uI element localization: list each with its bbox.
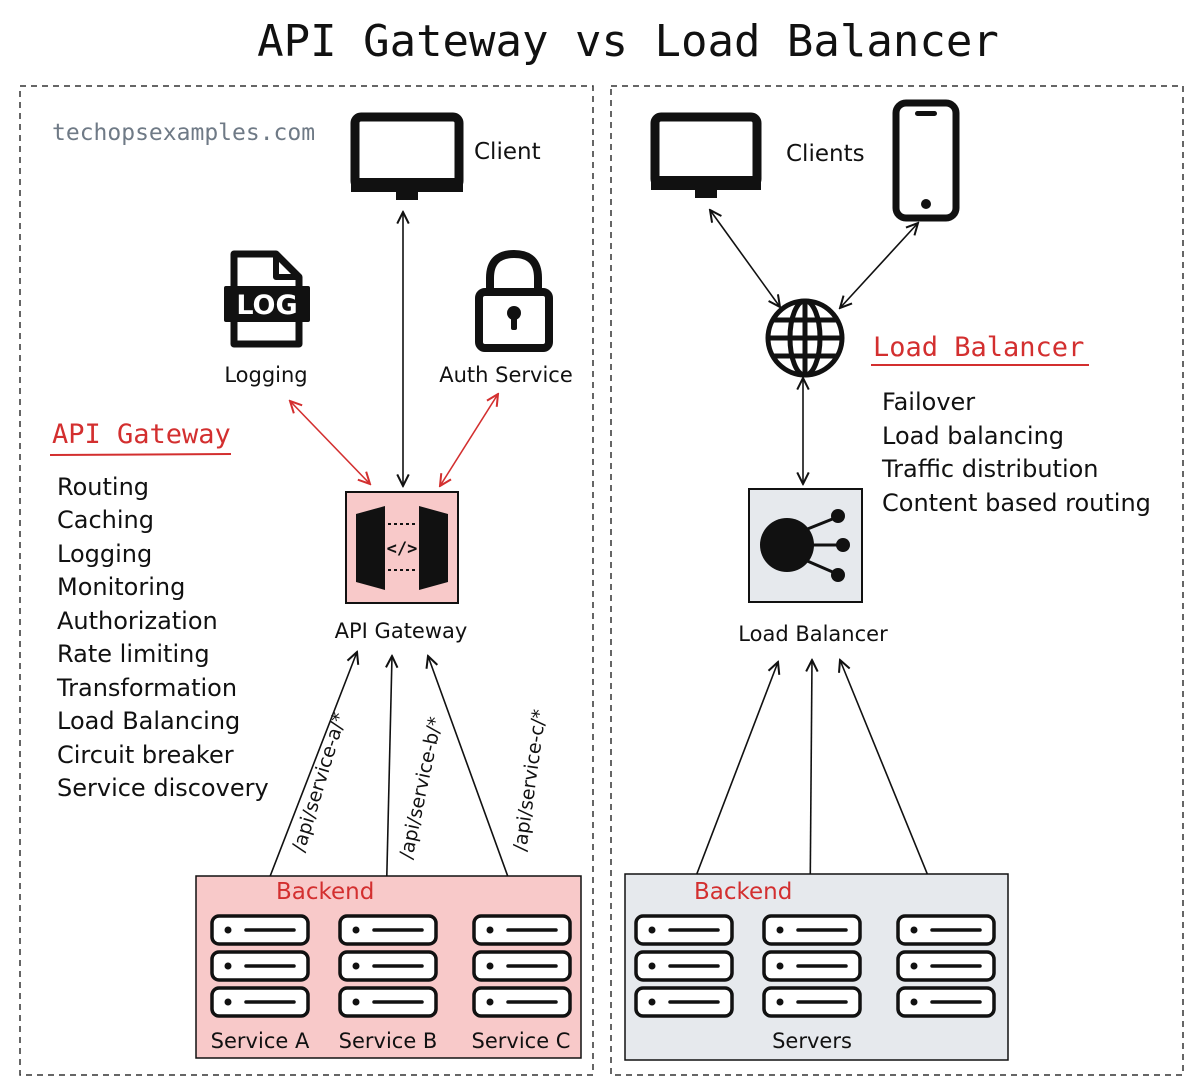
servers-label: Servers: [772, 1029, 852, 1053]
api-gateway-feature-list: Routing Caching Logging Monitoring Autho…: [56, 473, 269, 802]
route-arrow-c: [428, 656, 520, 910]
code-icon-text: </>: [387, 539, 418, 559]
server-icon: [764, 916, 860, 1016]
feature-item: Authorization: [57, 607, 218, 635]
feature-item: Routing: [57, 473, 149, 501]
server-icon: [898, 916, 994, 1016]
api-gateway-panel: [19, 85, 594, 1076]
monitor-globe-arrow: [710, 210, 780, 307]
load-balancer-icon: [748, 488, 863, 603]
feature-item: Circuit breaker: [57, 741, 234, 769]
log-file-icon: LOG: [224, 250, 310, 348]
server-icon-service-c: [474, 916, 570, 1016]
feature-item: Load Balancing: [57, 707, 240, 735]
lb-server-arrow-2: [810, 660, 812, 910]
route-label-a: /api/service-a/*: [288, 710, 351, 854]
api-gateway-heading: API Gateway: [52, 419, 231, 450]
feature-item: Traffic distribution: [881, 455, 1099, 483]
feature-item: Service discovery: [57, 774, 269, 802]
lb-server-arrow-3: [840, 660, 942, 910]
client-label: Client: [474, 139, 541, 165]
clients-label: Clients: [786, 141, 865, 167]
feature-item: Content based routing: [882, 489, 1151, 517]
feature-item: Caching: [57, 506, 154, 534]
feature-item: Monitoring: [57, 573, 185, 601]
smartphone-icon: [892, 99, 960, 222]
heading-underline: [49, 453, 232, 456]
lb-server-arrow-1: [683, 662, 778, 910]
watermark-text: techopsexamples.com: [52, 120, 315, 146]
backend-label-left: Backend: [276, 879, 374, 905]
monitor-icon: [650, 112, 762, 198]
phone-globe-arrow: [840, 223, 918, 308]
route-label-c: /api/service-c/*: [509, 708, 551, 853]
load-balancer-feature-list: Failover Load balancing Traffic distribu…: [881, 388, 1151, 517]
feature-item: Failover: [882, 388, 975, 416]
load-balancer-label: Load Balancer: [738, 622, 888, 646]
lock-icon: [475, 249, 553, 352]
route-arrow-a: [257, 652, 357, 910]
backend-label-right: Backend: [694, 879, 792, 905]
api-gateway-icon: </>: [345, 491, 459, 604]
auth-gateway-arrow: [440, 394, 498, 486]
load-balancer-heading: Load Balancer: [873, 332, 1084, 363]
service-a-label: Service A: [211, 1029, 310, 1053]
service-b-label: Service B: [339, 1029, 438, 1053]
monitor-icon: [350, 112, 464, 200]
server-icon-service-a: [212, 916, 308, 1016]
server-icon-service-b: [340, 916, 436, 1016]
server-icon: [636, 916, 732, 1016]
page-title: API Gateway vs Load Balancer: [257, 16, 999, 67]
api-gateway-label: API Gateway: [335, 619, 468, 643]
feature-item: Rate limiting: [57, 640, 210, 668]
service-c-label: Service C: [472, 1029, 571, 1053]
feature-item: Load balancing: [882, 422, 1064, 450]
route-label-b: /api/service-b/*: [395, 715, 447, 861]
feature-item: Transformation: [56, 674, 237, 702]
globe-icon: [765, 298, 845, 378]
log-icon-text: LOG: [236, 290, 297, 321]
logging-gateway-arrow: [290, 401, 370, 484]
route-arrow-b: [386, 656, 392, 910]
logging-label: Logging: [224, 363, 307, 387]
load-balancer-panel: [610, 85, 1184, 1076]
feature-item: Logging: [57, 540, 152, 568]
auth-service-label: Auth Service: [439, 363, 573, 387]
